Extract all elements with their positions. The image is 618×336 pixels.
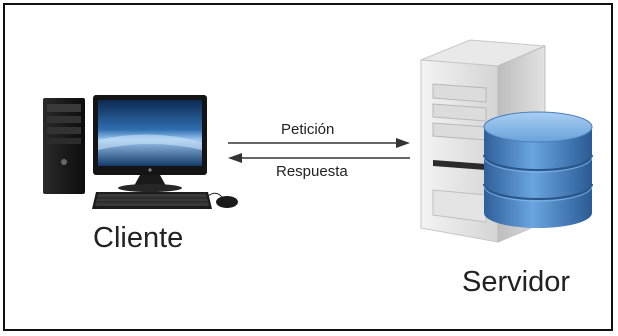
request-arrow	[228, 138, 410, 148]
pc-monitor	[93, 95, 207, 192]
response-label: Respuesta	[276, 163, 348, 180]
database-icon	[483, 111, 593, 228]
server-label: Servidor	[462, 266, 570, 298]
client-label: Cliente	[93, 222, 184, 254]
request-label: Petición	[281, 121, 335, 138]
pc-mouse	[216, 196, 238, 208]
pc-tower	[43, 98, 85, 194]
response-arrow	[228, 153, 410, 163]
pc-keyboard	[92, 192, 212, 209]
